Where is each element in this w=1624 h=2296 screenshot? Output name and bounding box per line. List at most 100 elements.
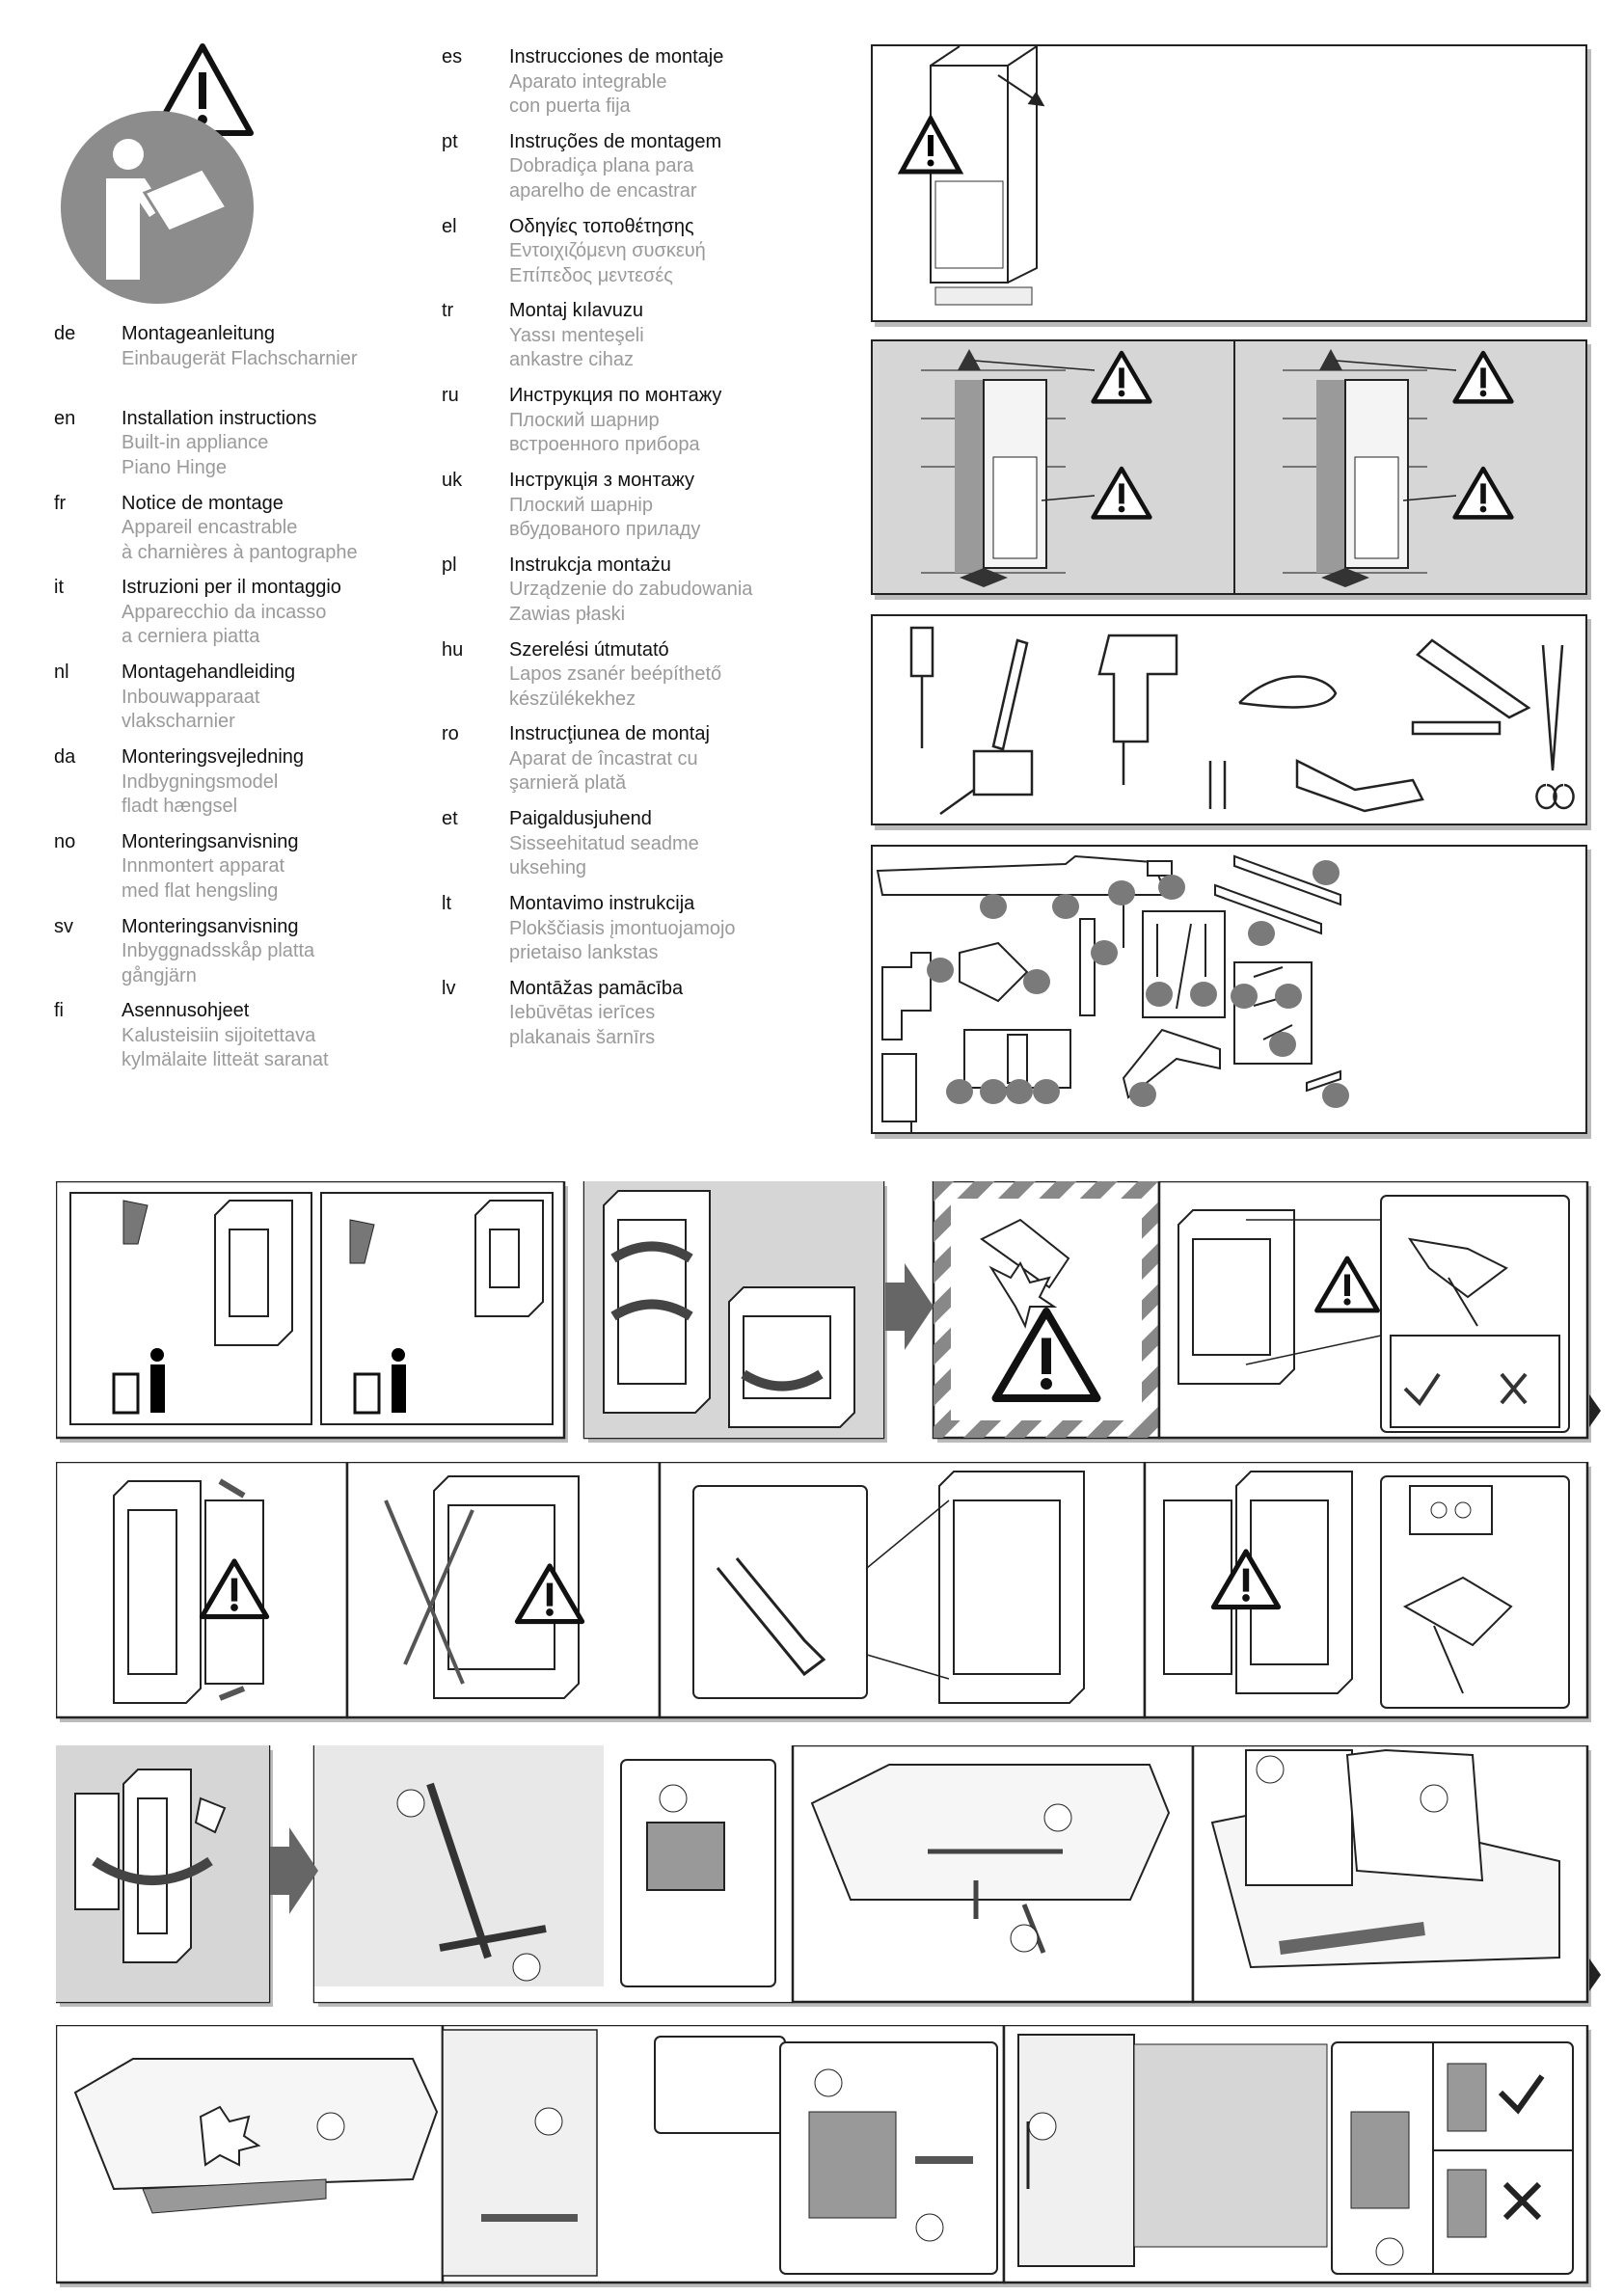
part-marker <box>1146 982 1173 1007</box>
part-marker <box>1231 984 1258 1009</box>
part-marker <box>980 1079 1007 1104</box>
cabinet-dimensions-panel <box>871 44 1587 322</box>
drill-bits-icon <box>1208 761 1227 809</box>
airflow-arrow-icon <box>1319 349 1342 370</box>
language-title: Monteringsvejledning <box>122 746 305 768</box>
step-illustration <box>312 1745 797 2007</box>
language-title: Instrucciones de montaje <box>509 46 724 68</box>
language-subtitle: Yassı menteşeli <box>509 324 644 346</box>
step-illustration <box>56 1745 273 2007</box>
step-illustration <box>56 2025 447 2287</box>
part-marker <box>1052 894 1079 919</box>
airflow-arrow-icon <box>960 568 1008 587</box>
continue-arrow-icon <box>1589 1394 1601 1427</box>
language-title: Montagehandleiding <box>122 662 296 684</box>
language-subtitle: à charnières à pantographe <box>122 541 358 563</box>
language-subtitle: vlakscharnier <box>122 711 235 733</box>
language-code: fi <box>54 1000 64 1022</box>
check-icon <box>1403 1372 1441 1407</box>
screwdriver-icon <box>909 626 934 748</box>
step-illustration <box>441 2025 1008 2287</box>
language-subtitle: kylmälaite litteät saranat <box>122 1049 329 1071</box>
arrow-right-icon <box>270 1827 318 1914</box>
step-row-2 <box>56 1462 1591 1722</box>
language-subtitle: Urządzenie do zabudowania <box>509 579 753 601</box>
step-illustration <box>345 1462 663 1722</box>
warning-icon <box>199 1558 270 1620</box>
language-subtitle: вбудованого приладу <box>509 519 701 540</box>
part-marker <box>1033 1079 1060 1104</box>
part-marker <box>1269 1032 1296 1057</box>
language-subtitle: Plokščiasis įmontuojamojo <box>509 917 736 939</box>
language-code: fr <box>54 492 67 514</box>
language-code: en <box>54 407 76 429</box>
language-title: Paigaldusjuhend <box>509 808 652 830</box>
cable-icon <box>1238 675 1338 709</box>
language-title: Інструкція з монтажу <box>509 470 695 491</box>
language-subtitle: Lapos zsanér beépíthető <box>509 663 722 686</box>
part-marker <box>927 958 954 983</box>
check-icon <box>1498 2074 1545 2115</box>
language-subtitle: Appareil encastrable <box>122 517 298 539</box>
language-code: ro <box>442 723 459 745</box>
language-subtitle: встроенного прибора <box>509 434 700 456</box>
language-title: Инструкция по монтажу <box>509 385 722 407</box>
trash-disposal-icon <box>112 1348 165 1415</box>
language-subtitle: készülékekhez <box>509 688 636 710</box>
language-subtitle: Zawias płaski <box>509 603 626 625</box>
tape-measure-icon <box>939 749 1034 816</box>
part-marker <box>946 1079 973 1104</box>
language-code: nl <box>54 662 69 684</box>
language-code: tr <box>442 300 454 322</box>
drill-icon <box>1097 634 1178 785</box>
language-code: pt <box>442 130 458 152</box>
language-title: Asennusohjeet <box>122 1000 250 1022</box>
language-title: Instrukcja montażu <box>509 554 671 576</box>
warning-icon <box>1314 1256 1380 1313</box>
step-row-3 <box>56 1745 1601 2007</box>
warning-icon <box>514 1563 585 1625</box>
warning-icon <box>1452 350 1514 404</box>
language-subtitle: Innmontert apparat <box>122 855 284 878</box>
part-marker <box>1129 1082 1156 1107</box>
part-marker <box>1108 880 1135 905</box>
language-subtitle: şarnieră plată <box>509 772 627 795</box>
part-marker <box>1158 875 1185 900</box>
language-subtitle: Einbaugerät Flachscharnier <box>122 347 358 369</box>
wrench-icon <box>1295 758 1424 813</box>
arrow-right-icon <box>885 1263 934 1350</box>
square-ruler-icon <box>1411 638 1531 736</box>
language-code: uk <box>442 470 463 491</box>
airflow-arrow-icon <box>1321 568 1369 587</box>
language-subtitle: con puerta fija <box>509 95 631 117</box>
warning-icon <box>1091 466 1152 520</box>
read-manual-warning-icon <box>61 43 254 304</box>
language-subtitle: Dobradiça plana para <box>509 155 694 177</box>
language-code: pl <box>442 554 457 576</box>
language-title: Montaj kılavuzu <box>509 300 643 322</box>
continue-arrow-icon <box>1589 1958 1601 1991</box>
step-row-4 <box>56 2025 1591 2287</box>
part-marker <box>1091 940 1118 965</box>
language-code: lt <box>442 893 451 914</box>
language-subtitle: Плоский шарнір <box>509 494 653 516</box>
warning-icon <box>1452 466 1514 520</box>
language-subtitle: ankastre cihaz <box>509 349 634 371</box>
part-marker <box>1190 982 1217 1007</box>
language-title: Installation instructions <box>122 407 317 429</box>
step-illustration <box>932 1181 1163 1443</box>
part-marker <box>1313 860 1340 885</box>
cross-icon <box>1502 2181 1542 2221</box>
language-code: lv <box>442 977 456 999</box>
part-marker <box>1023 969 1050 994</box>
language-code: da <box>54 746 76 768</box>
language-code: de <box>54 323 76 344</box>
language-code: no <box>54 830 76 852</box>
part-marker <box>1275 984 1302 1009</box>
step-row-1 <box>56 1181 1601 1443</box>
warning-icon <box>1210 1549 1282 1610</box>
step-illustration <box>658 1462 1149 1722</box>
step-illustration <box>56 1462 351 1722</box>
warning-icon <box>1091 350 1152 404</box>
language-subtitle: med flat hengsling <box>122 879 279 902</box>
